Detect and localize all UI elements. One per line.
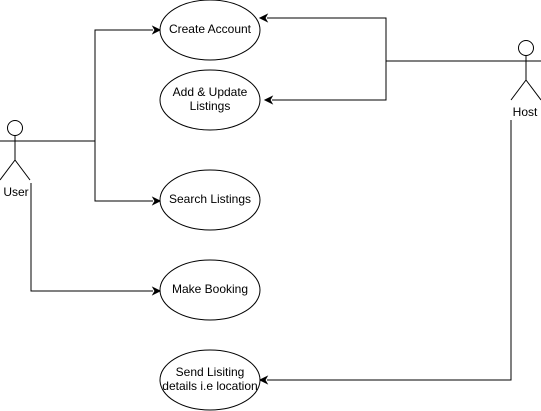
- use-case-make-booking: Make Booking: [159, 259, 261, 321]
- stick-figure-host-icon: [510, 40, 541, 101]
- use-case-send-listing-details-label-line1: Send Lisiting: [176, 365, 245, 379]
- use-case-search-listings-label: Search Listings: [169, 192, 251, 206]
- user-connectors: [15, 25, 162, 296]
- actor-host-label: Host: [513, 105, 538, 119]
- edge-user-create-account: [15, 29, 153, 142]
- arrowhead-create-account-host: [258, 13, 269, 23]
- use-case-add-update-listings-shape: [159, 69, 261, 131]
- use-case-make-booking-label: Make Booking: [172, 282, 248, 296]
- use-case-add-update-listings: Add & Update Listings: [159, 69, 261, 131]
- actor-user-label: User: [3, 185, 28, 199]
- arrowhead-make-booking: [151, 286, 162, 296]
- edge-user-make-booking: [30, 183, 153, 292]
- use-case-search-listings: Search Listings: [159, 169, 261, 231]
- use-case-make-booking-shape: [159, 259, 261, 321]
- stick-figure-user-icon: [0, 120, 31, 181]
- use-case-send-listing-details-shape: [159, 349, 261, 411]
- use-case-create-account: Create Account: [159, 0, 261, 61]
- use-case-send-listing-details-label-line2: details i.e location: [162, 379, 257, 393]
- edge-user-search-listings: [94, 141, 153, 202]
- host-connectors: [258, 13, 541, 385]
- use-case-send-listing-details: Send Lisiting details i.e location: [159, 349, 261, 411]
- edge-host-send-listing-details: [267, 120, 512, 381]
- use-case-search-listings-shape: [159, 169, 261, 231]
- arrowhead-create-account: [151, 25, 162, 35]
- use-case-add-update-listings-label-line2: Listings: [190, 99, 231, 113]
- arrowhead-send-listing-details: [258, 375, 269, 385]
- actor-user: User: [0, 120, 31, 199]
- use-case-create-account-label: Create Account: [169, 22, 252, 36]
- edge-host-create-account: [267, 17, 541, 62]
- actor-host: Host: [510, 40, 541, 119]
- arrowhead-search-listings: [151, 196, 162, 206]
- arrowhead-add-update-listings: [263, 95, 274, 105]
- use-case-add-update-listings-label-line1: Add & Update: [173, 85, 248, 99]
- edge-host-add-update-listings: [272, 61, 387, 101]
- use-case-create-account-shape: [159, 0, 261, 61]
